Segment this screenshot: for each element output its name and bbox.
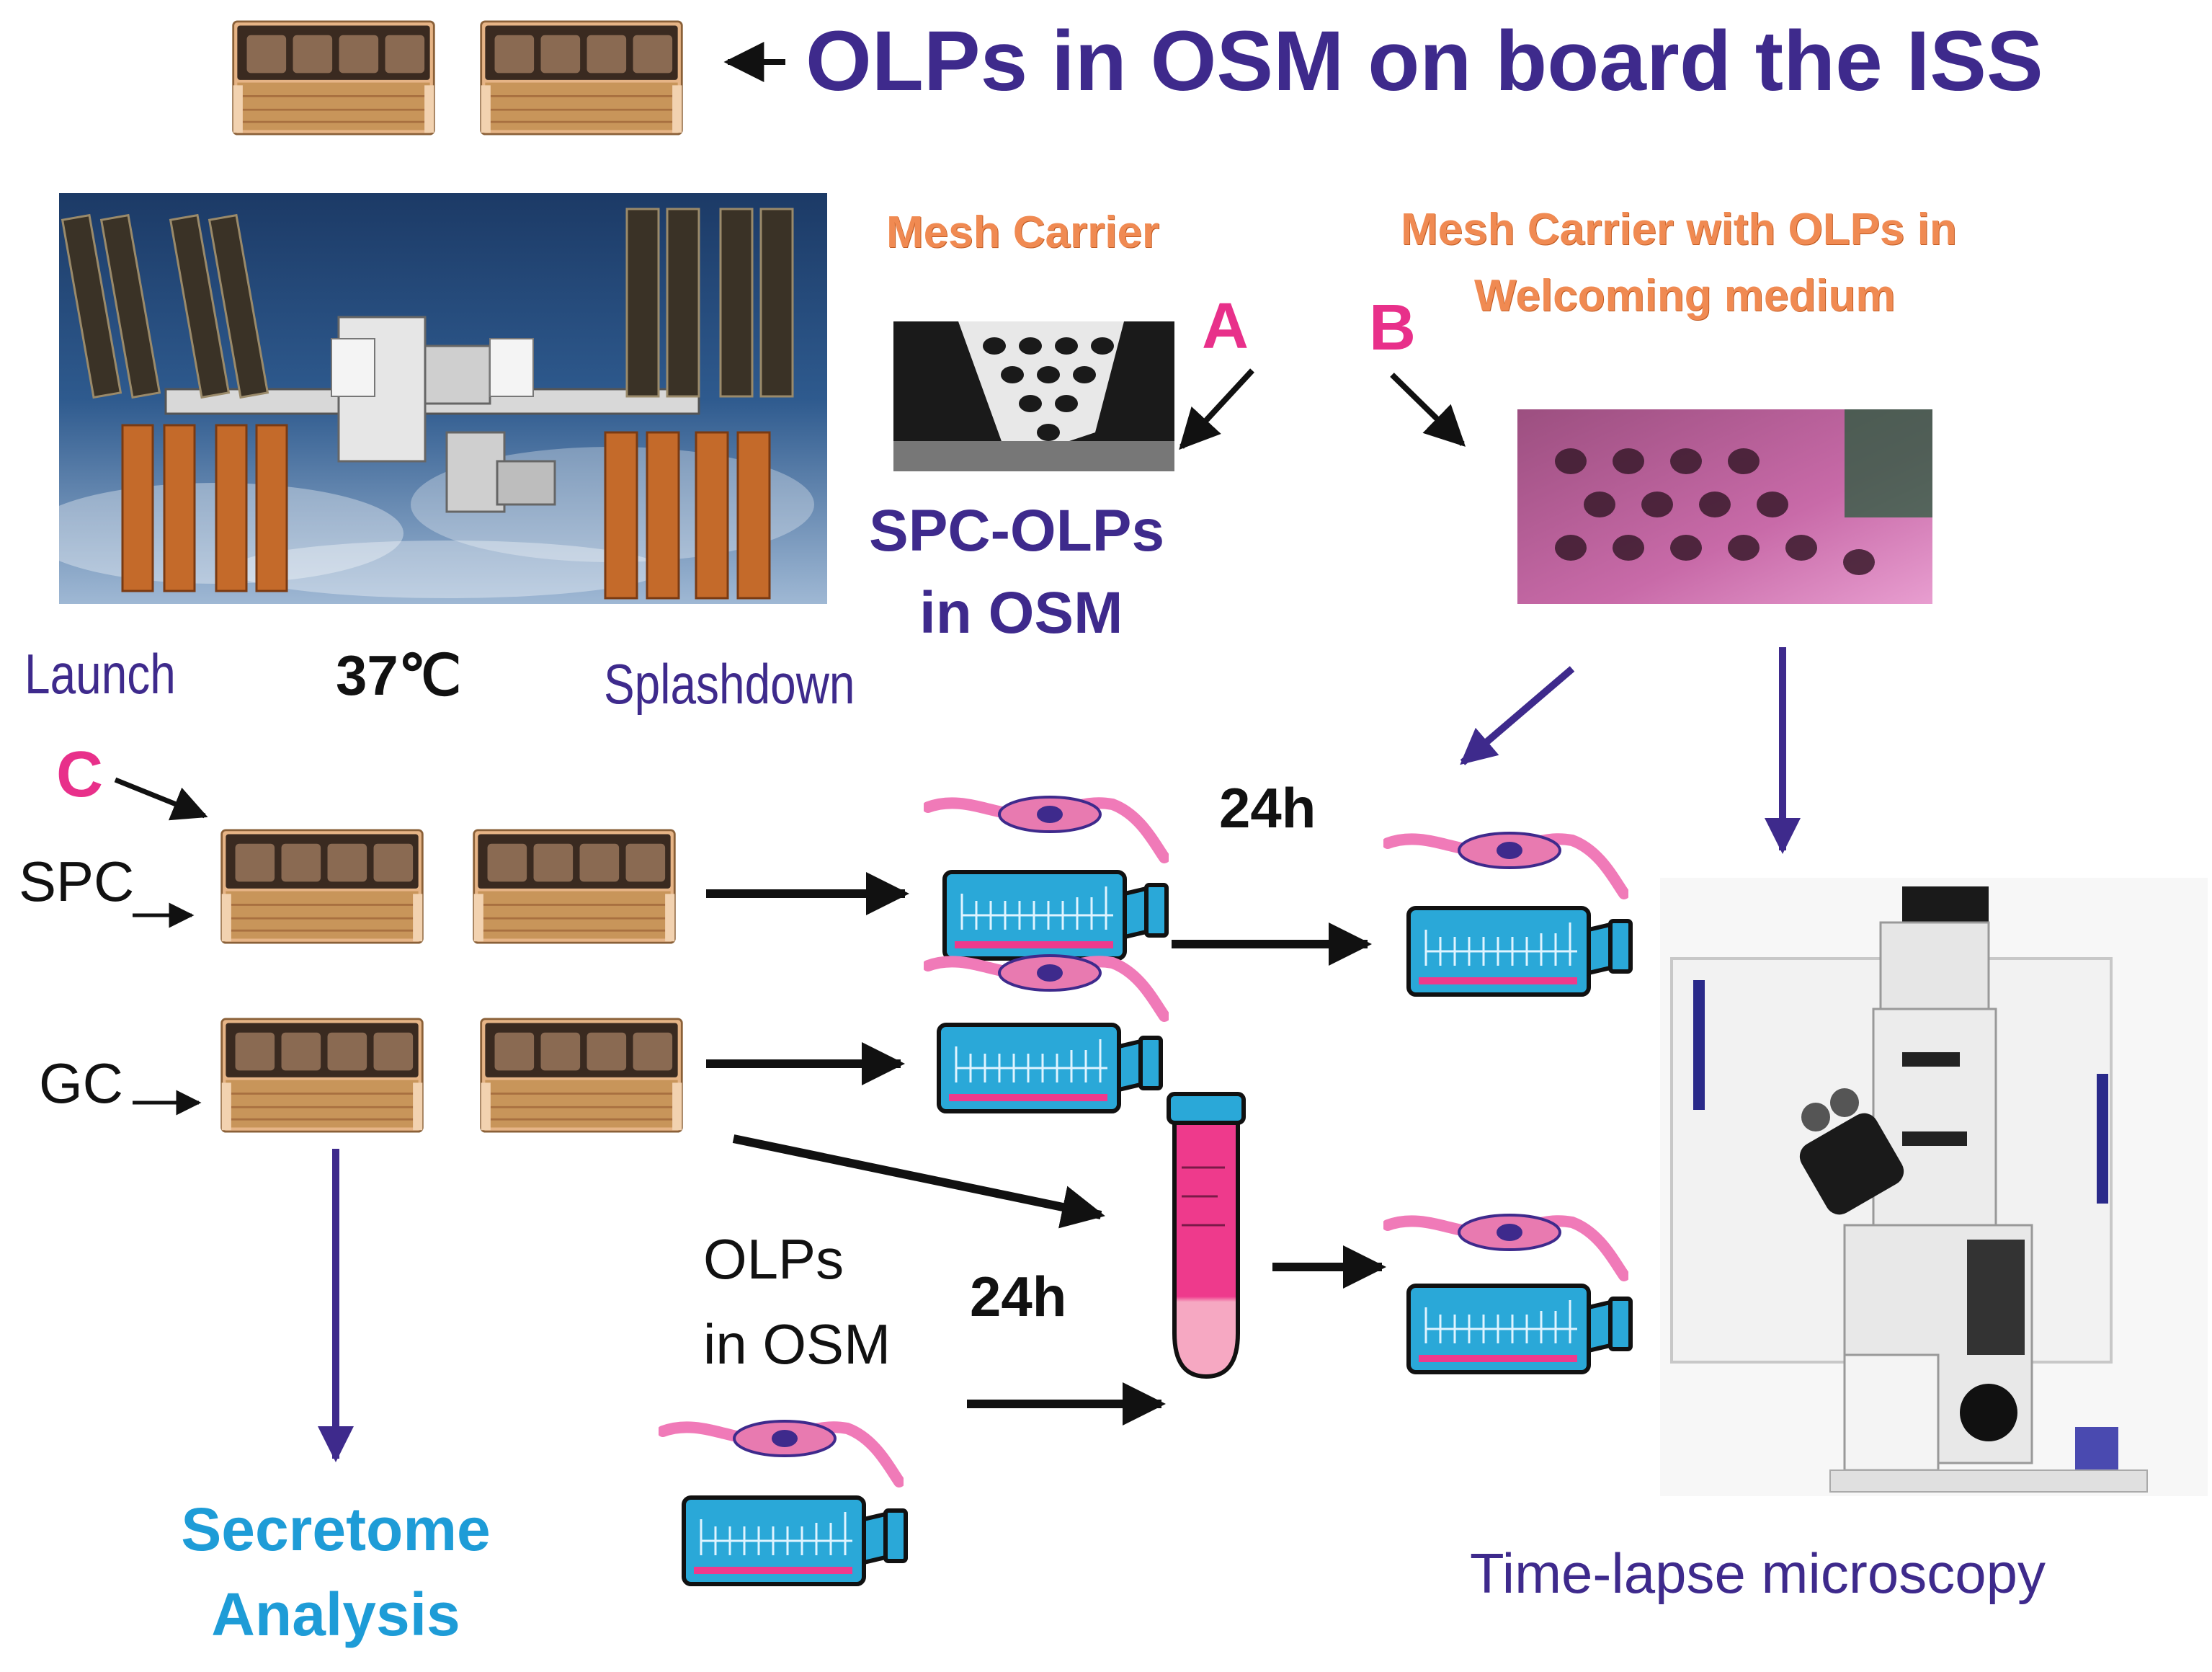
olps-in-osm-label: in OSM — [703, 1312, 891, 1376]
culture-chamber-icon — [232, 20, 435, 135]
temperature-label: 37℃ — [336, 644, 462, 707]
time-lapse-label: Time-lapse microscopy — [1470, 1542, 2046, 1605]
centrifuge-tube-icon — [1167, 1092, 1246, 1379]
mesh-carrier-photo — [893, 321, 1174, 471]
arrow — [114, 777, 208, 821]
cell-icon — [928, 956, 1164, 1016]
spc-olps-label: SPC-OLPs — [869, 498, 1165, 564]
figure-title: OLPs in OSM on board the ISS — [806, 14, 2043, 109]
arrow — [1390, 373, 1466, 447]
culture-chamber-icon — [480, 1018, 683, 1133]
pink-mesh-photo — [1517, 409, 1932, 604]
mesh-carrier-olps-label: Mesh Carrier with OLPs in — [1401, 205, 1957, 254]
gc-label: GC — [39, 1051, 123, 1115]
cell-icon — [1388, 833, 1624, 894]
culture-chamber-icon — [473, 829, 676, 944]
culture-flask-icon — [939, 1025, 1161, 1111]
culture-chamber-icon — [480, 20, 683, 135]
culture-chamber-icon — [220, 1018, 424, 1133]
cell-icon — [1388, 1215, 1624, 1276]
analysis-label: Analysis — [211, 1580, 460, 1648]
culture-flask-icon — [1409, 908, 1631, 995]
iss-photo — [29, 193, 827, 604]
spc-label: SPC — [19, 850, 135, 913]
time-24h-bottom: 24h — [970, 1265, 1067, 1328]
secretome-label: Secretome — [181, 1495, 491, 1563]
cell-icon — [663, 1421, 899, 1482]
culture-flask-icon — [684, 1498, 906, 1584]
panel-letter-c: C — [56, 739, 103, 811]
time-24h-top: 24h — [1219, 776, 1316, 840]
olps-label: OLPs — [703, 1227, 844, 1291]
cell-icon — [928, 797, 1164, 858]
arrow — [1460, 666, 1575, 765]
culture-flask-icon — [1409, 1286, 1631, 1372]
culture-chamber-icon — [220, 829, 424, 944]
culture-flask-icon — [945, 872, 1167, 959]
arrow — [1179, 368, 1254, 450]
splashdown-label: Splashdown — [604, 652, 855, 716]
panel-letter-b: B — [1369, 292, 1416, 364]
panel-letter-a: A — [1202, 290, 1249, 363]
spc-olps-in-osm-label: in OSM — [919, 580, 1123, 646]
microscope-icon — [1660, 878, 2208, 1496]
welcoming-medium-label: Welcoming medium — [1474, 271, 1896, 321]
launch-label: Launch — [24, 642, 176, 706]
mesh-carrier-label: Mesh Carrier — [886, 208, 1160, 257]
arrow — [732, 1134, 1105, 1229]
